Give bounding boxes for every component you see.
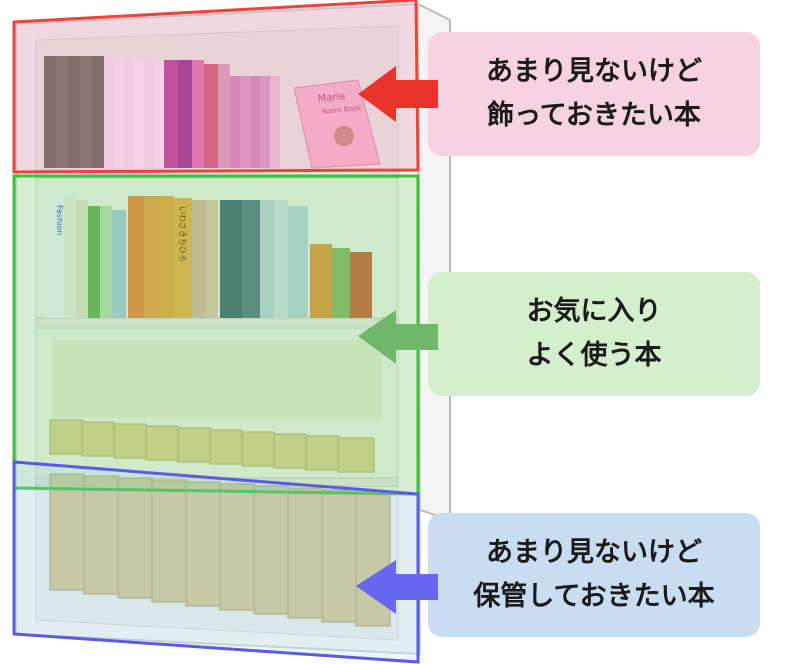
book	[206, 200, 218, 318]
book	[88, 206, 100, 318]
book	[100, 206, 112, 318]
label-bottom-line1: あまり見ないけど	[485, 537, 702, 568]
file-box	[49, 419, 83, 455]
book-cover-marie	[293, 79, 381, 169]
book	[218, 64, 230, 168]
label-top-line2: 飾っておきたい本	[487, 100, 701, 131]
book	[288, 206, 308, 318]
book	[260, 76, 270, 168]
file-box	[113, 423, 147, 459]
book	[128, 196, 144, 318]
book	[68, 56, 80, 168]
binder	[321, 489, 357, 623]
binder	[253, 485, 289, 615]
book	[64, 198, 76, 318]
book	[350, 252, 372, 318]
book	[160, 196, 174, 318]
label-bg-middle	[428, 272, 760, 396]
top-shelf-books: Marie Room Book	[44, 56, 381, 169]
book-spine-label: いわさきちひろ	[178, 206, 187, 262]
zone-top-decorative	[12, 0, 420, 174]
binder	[219, 483, 255, 611]
book	[56, 56, 68, 168]
book-cover-emblem	[334, 126, 354, 146]
binder	[49, 473, 85, 591]
label-bg-top	[428, 32, 760, 156]
middle-shelf-books: Fashion いわさきちひろ	[46, 194, 372, 318]
book	[124, 60, 134, 168]
book	[104, 60, 114, 168]
book	[76, 200, 88, 318]
label-middle-line1: お気に入り	[526, 296, 662, 327]
label-bg-bottom	[428, 513, 760, 637]
book	[134, 60, 144, 168]
book	[114, 60, 124, 168]
book	[46, 194, 64, 318]
book	[154, 60, 164, 168]
book	[44, 56, 56, 168]
label-top: あまり見ないけど 飾っておきたい本	[428, 32, 760, 156]
zone-middle-favorite	[12, 174, 420, 496]
file-box	[337, 437, 375, 473]
book	[80, 56, 92, 168]
book	[178, 60, 192, 168]
book-cover-title: Marie	[317, 91, 346, 105]
label-middle: お気に入り よく使う本	[428, 272, 760, 396]
book	[144, 196, 160, 318]
book	[230, 76, 240, 168]
file-box	[177, 427, 211, 463]
book	[112, 210, 126, 318]
magazine-file-boxes	[49, 340, 382, 473]
file-box	[81, 421, 115, 457]
file-box	[145, 425, 179, 461]
book	[220, 200, 242, 318]
book	[164, 60, 178, 168]
book	[174, 198, 192, 318]
file-box	[305, 435, 339, 471]
magazine	[52, 340, 382, 418]
label-bottom: あまり見ないけど 保管しておきたい本	[428, 513, 760, 637]
book	[274, 200, 288, 318]
book	[192, 60, 204, 168]
book	[250, 76, 260, 168]
zone-bottom-storage	[12, 460, 420, 664]
book	[260, 200, 274, 318]
book-spine-label: Fashion	[55, 205, 64, 235]
binder	[117, 477, 153, 599]
binder	[287, 487, 323, 619]
label-top-line1: あまり見ないけど	[486, 56, 702, 87]
book	[144, 60, 154, 168]
book	[204, 64, 218, 168]
book	[240, 76, 250, 168]
label-bottom-line2: 保管しておきたい本	[473, 581, 715, 612]
book	[92, 56, 104, 168]
book	[242, 200, 260, 318]
label-middle-line2: よく使う本	[526, 340, 662, 371]
book	[192, 200, 206, 318]
arrow-middle	[358, 310, 438, 364]
book	[310, 244, 332, 318]
arrow-top	[358, 66, 438, 122]
book	[270, 76, 280, 168]
book	[332, 248, 350, 318]
arrow-bottom	[356, 560, 438, 614]
file-box	[241, 431, 275, 467]
